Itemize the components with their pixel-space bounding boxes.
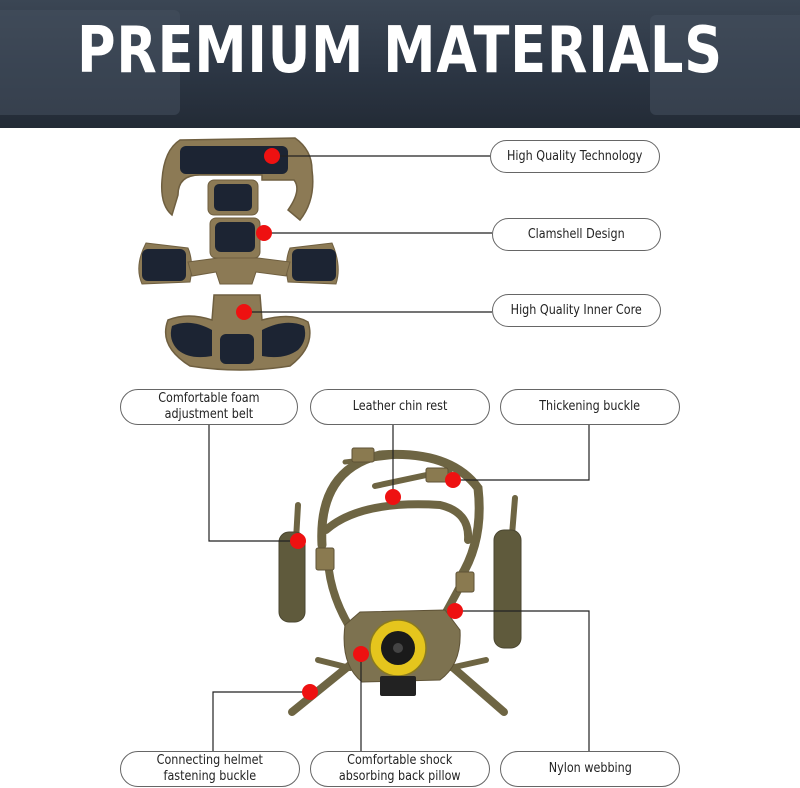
label-connecting-helmet: Connecting helmet fastening buckle	[120, 751, 300, 787]
label-clamshell-design: Clamshell Design	[492, 218, 661, 251]
lower-right-strap	[446, 661, 508, 716]
label-comfortable-shock: Comfortable shock absorbing back pillow	[310, 751, 490, 787]
center-pad-upper-foam	[214, 184, 252, 211]
marker-back-pillow	[353, 646, 369, 662]
dial-tag	[380, 676, 416, 696]
left-foam-pad	[278, 531, 306, 623]
banner-tank-left	[0, 10, 180, 115]
buckle-right	[425, 467, 449, 483]
title-banner: PREMIUM MATERIALS	[0, 0, 800, 128]
lower-right-strap-2	[447, 657, 489, 671]
headband-loop	[317, 449, 484, 583]
marker-chin-rest	[385, 489, 401, 505]
label-leather-chin-rest: Leather chin rest	[310, 389, 490, 425]
center-pad-lower-foam	[215, 222, 255, 252]
marker-clamshell	[256, 225, 272, 241]
right-foam-pad	[493, 529, 522, 649]
page-title: PREMIUM MATERIALS	[77, 14, 723, 88]
pad-connector	[187, 257, 291, 285]
marker-thickening-buckle	[445, 472, 461, 488]
left-side-pad-foam	[142, 249, 186, 281]
inner-strap	[322, 500, 473, 544]
right-side-pad-foam	[292, 249, 336, 281]
lower-left-strap	[288, 661, 354, 716]
label-high-quality-technology: High Quality Technology	[490, 140, 660, 173]
marker-technology	[264, 148, 280, 164]
marker-fastening-buckle	[302, 684, 318, 700]
banner-tank-right	[650, 15, 800, 115]
bottom-pad-foam	[170, 322, 212, 358]
lower-left-strap-2	[315, 657, 353, 671]
marker-inner-core	[236, 304, 252, 320]
label-comfortable-foam: Comfortable foam adjustment belt	[120, 389, 298, 425]
right-tab	[509, 495, 518, 538]
connector-lines	[208, 155, 590, 752]
pad-set	[138, 137, 339, 371]
buckle-right-side	[455, 571, 475, 593]
label-high-quality-inner-core: High Quality Inner Core	[492, 294, 661, 327]
markers	[236, 148, 463, 700]
top-pad-foam	[180, 146, 288, 174]
bottom-pad-foam-center	[220, 334, 254, 364]
label-thickening-buckle: Thickening buckle	[500, 389, 680, 425]
buckle-top	[351, 447, 375, 463]
bottom-pad-foam-right	[262, 322, 306, 358]
label-nylon-webbing: Nylon webbing	[500, 751, 680, 787]
buckle-left	[315, 547, 335, 571]
dial-center	[393, 643, 403, 653]
marker-nylon-webbing	[447, 603, 463, 619]
marker-foam-belt	[290, 533, 306, 549]
